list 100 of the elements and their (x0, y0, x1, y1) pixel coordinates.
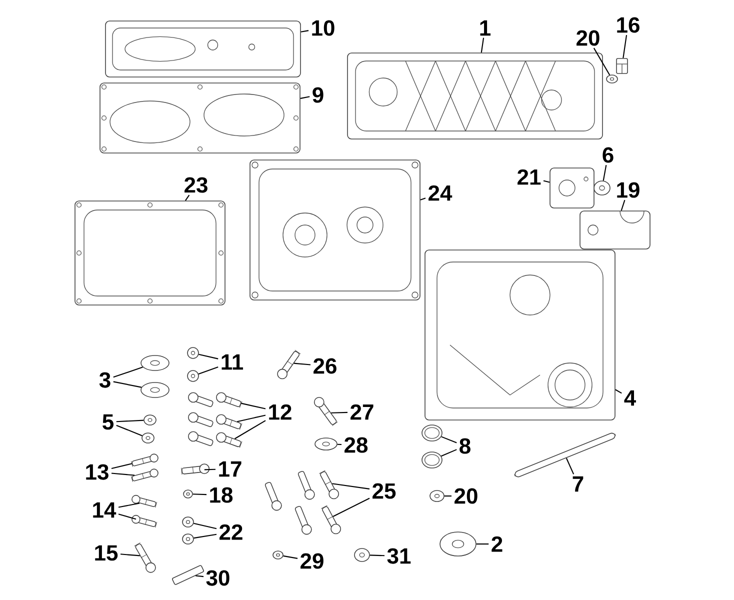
leader-line (198, 366, 218, 375)
plug-drawing (616, 58, 628, 74)
callout-number: 27 (350, 404, 374, 420)
bolt-drawing (320, 505, 342, 534)
leader-line (234, 420, 266, 440)
ring-drawing (430, 490, 444, 502)
leader-line (111, 463, 132, 470)
bolt-drawing (181, 464, 210, 475)
clip-drawing (216, 414, 242, 430)
leader-line (480, 38, 484, 53)
leader-line (113, 366, 143, 378)
cap-drawing (182, 516, 194, 528)
leader-line (332, 483, 370, 490)
callout-number: 23 (184, 177, 208, 193)
leader-line (566, 458, 574, 474)
callout-number: 1 (480, 20, 491, 36)
rod-drawing (514, 432, 616, 478)
leader-line (196, 575, 204, 578)
leader-line (283, 555, 298, 559)
callout-number: 31 (387, 548, 411, 564)
callout-number: 19 (617, 182, 640, 198)
clip-drawing (132, 494, 158, 508)
oil-seal-drawing (140, 382, 170, 398)
leader-line (593, 48, 610, 76)
bolt-drawing (277, 350, 301, 380)
clip-drawing (216, 432, 242, 448)
bolt-drawing (314, 396, 338, 426)
callout-number: 18 (210, 487, 233, 503)
leader-line (370, 554, 385, 556)
crankcase-drawing (424, 250, 616, 420)
callout-number: 16 (617, 17, 640, 33)
leader-line (185, 194, 190, 201)
leader-line (294, 362, 311, 366)
leader-line (543, 180, 550, 183)
bolt-drawing (130, 454, 158, 468)
bolt-drawing (134, 542, 156, 573)
callout-number: 8 (460, 438, 470, 454)
callout-number: 7 (572, 476, 584, 492)
gasket-drawing (74, 200, 226, 306)
callout-number: 11 (222, 354, 244, 370)
washer-drawing (314, 438, 338, 450)
cover-drawing (105, 20, 301, 78)
callout-number: 13 (86, 464, 108, 480)
leader-line (194, 522, 217, 530)
cap-drawing (182, 534, 194, 544)
circlip-drawing (422, 452, 442, 468)
leader-line (476, 543, 489, 545)
callout-number: 30 (206, 570, 230, 586)
leader-line (118, 514, 136, 520)
leader-line (113, 381, 142, 388)
clip-drawing (216, 392, 242, 408)
callout-number: 4 (624, 390, 636, 406)
gasket-drawing (100, 82, 300, 154)
crankcase-drawing (347, 52, 603, 140)
leader-line (198, 354, 218, 360)
plate-drawing (550, 168, 594, 208)
callout-number: 9 (312, 87, 324, 103)
leader-line (622, 34, 628, 58)
leader-line (615, 389, 622, 394)
nut-drawing (594, 180, 610, 196)
leader-line (300, 96, 310, 99)
callout-number: 3 (99, 372, 110, 388)
leader-line (116, 424, 142, 436)
callout-number: 2 (492, 536, 502, 552)
callout-number: 14 (93, 502, 116, 518)
leader-line (116, 420, 144, 422)
cap-drawing (440, 532, 476, 556)
callout-number: 21 (518, 169, 541, 185)
clip-drawing (132, 514, 158, 528)
leader-line (602, 164, 607, 181)
leader-line (204, 468, 216, 470)
leader-line (237, 414, 266, 422)
callout-number: 26 (314, 358, 336, 374)
callout-number: 22 (220, 524, 242, 540)
cup-drawing (142, 432, 154, 444)
callout-number: 20 (454, 488, 478, 504)
leader-line (420, 198, 426, 200)
leader-line (111, 472, 135, 476)
leader-line (192, 494, 207, 496)
leader-line (332, 498, 370, 517)
callout-number: 29 (300, 553, 324, 569)
oil-seal-drawing (140, 355, 170, 371)
leader-line (441, 436, 457, 444)
callout-number: 6 (602, 147, 614, 163)
callout-number: 15 (95, 545, 118, 561)
callout-number: 17 (219, 461, 242, 477)
cup-drawing (144, 414, 156, 426)
cap-drawing (187, 370, 199, 382)
washer-drawing (606, 74, 618, 84)
callout-number: 20 (576, 30, 600, 46)
leader-line (300, 30, 309, 32)
leader-line (337, 444, 342, 446)
callout-number: 10 (312, 20, 334, 36)
nut-drawing (354, 548, 370, 562)
leader-line (331, 412, 348, 414)
leader-line (118, 502, 140, 508)
cap-drawing (187, 347, 199, 359)
leader-line (241, 402, 266, 410)
leader-line (444, 495, 452, 497)
callout-number: 12 (269, 404, 292, 420)
